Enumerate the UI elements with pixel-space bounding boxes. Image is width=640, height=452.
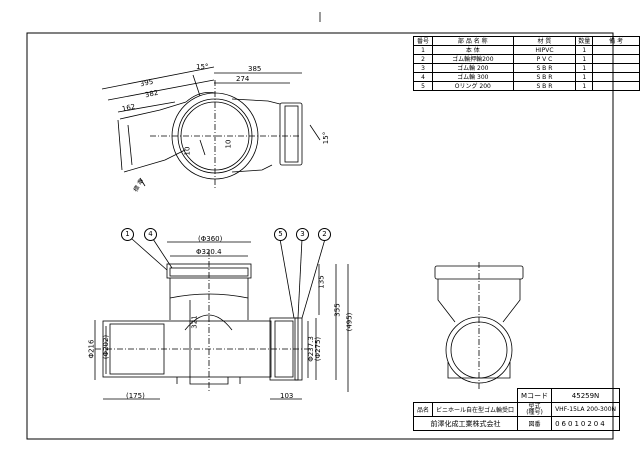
- cell-note: [592, 63, 640, 73]
- cell-material: S B R: [512, 63, 577, 73]
- parts-table: 番号 部 品 名 称 材 質 数量 備 考 1 本 体 HIPVC 1 2 ゴム…: [413, 36, 640, 91]
- dim-274: 274: [236, 75, 250, 83]
- callout-5: 5: [274, 228, 287, 241]
- dim-321: 321: [190, 315, 199, 329]
- company-name: 前澤化成工業株式会社: [412, 416, 519, 431]
- dim-10a: 10: [183, 146, 192, 156]
- name-label: 品名: [412, 402, 434, 417]
- doc-number: 06010204: [551, 416, 620, 431]
- cell-no: 3: [413, 63, 433, 73]
- table-row: 1 本 体 HIPVC 1: [413, 45, 640, 55]
- sheet-frame: [26, 32, 614, 440]
- parts-table-header: 番号 部 品 名 称 材 質 数量 備 考: [413, 36, 640, 46]
- doc-label: 図番: [517, 416, 553, 431]
- title-block: Mコード 45259N 品名 ビニホール自在型ゴム輪受口 型式 (種号) VHF…: [412, 388, 620, 431]
- dim-320: Φ320.4: [196, 248, 222, 256]
- dim-10b: 10: [224, 139, 233, 149]
- dim-275: (Φ275): [314, 336, 323, 362]
- cell-no: 1: [413, 45, 433, 55]
- cell-material: P V C: [512, 54, 577, 64]
- col-note: 備 考: [592, 36, 640, 46]
- front-view: [94, 238, 349, 400]
- cell-note: [592, 81, 640, 91]
- cell-no: 2: [413, 54, 433, 64]
- model-label: 型式: [528, 402, 541, 410]
- dim-175: (175): [126, 392, 145, 400]
- cell-note: [592, 54, 640, 64]
- table-row: 4 ゴム輪 300 S B R 1: [413, 72, 640, 82]
- cell-name: Oリング 200: [431, 81, 514, 91]
- dim-216: Φ216: [87, 339, 96, 359]
- dim-135: 135: [317, 275, 326, 289]
- code-label: Mコード: [517, 388, 553, 403]
- col-qty: 数量: [575, 36, 594, 46]
- cell-material: S B R: [512, 81, 577, 91]
- cell-no: 5: [413, 81, 433, 91]
- cell-qty: 1: [575, 72, 594, 82]
- dim-202: (Φ202): [102, 334, 111, 360]
- col-no: 番号: [413, 36, 433, 46]
- dim-495: (495): [345, 312, 354, 332]
- model-value: VHF-15LA 200-300N: [551, 402, 620, 417]
- dim-355: 355: [333, 303, 342, 317]
- cell-note: [592, 72, 640, 82]
- table-row: 5 Oリング 200 S B R 1: [413, 81, 640, 91]
- cell-material: HIPVC: [512, 45, 577, 55]
- cell-material: S B R: [512, 72, 577, 82]
- plan-view: [101, 66, 321, 190]
- cell-qty: 1: [575, 63, 594, 73]
- table-row: 2 ゴム輪押輪200 P V C 1: [413, 54, 640, 64]
- callout-4: 4: [144, 228, 157, 241]
- model-sublabel: (種号): [526, 408, 543, 416]
- cell-name: ゴム輪 200: [431, 63, 514, 73]
- cell-qty: 1: [575, 81, 594, 91]
- cell-note: [592, 45, 640, 55]
- callout-3: 3: [296, 228, 309, 241]
- table-row: 3 ゴム輪 200 S B R 1: [413, 63, 640, 73]
- col-name: 部 品 名 称: [431, 36, 514, 46]
- callout-1: 1: [121, 228, 134, 241]
- cell-name: ゴム輪 300: [431, 72, 514, 82]
- col-material: 材 質: [512, 36, 577, 46]
- dim-103: 103: [280, 392, 294, 400]
- dim-360: (Φ360): [198, 235, 223, 243]
- cell-qty: 1: [575, 54, 594, 64]
- side-view: [434, 262, 524, 390]
- angle-15-right: 15°: [322, 131, 331, 145]
- cell-name: ゴム輪押輪200: [431, 54, 514, 64]
- cell-no: 4: [413, 72, 433, 82]
- callout-2: 2: [318, 228, 331, 241]
- cell-qty: 1: [575, 45, 594, 55]
- dim-385: 385: [248, 65, 262, 73]
- cell-name: 本 体: [431, 45, 514, 55]
- angle-15-top: 15°: [196, 63, 209, 71]
- code-value: 45259N: [551, 388, 620, 403]
- name-value: ビニホール自在型ゴム輪受口: [432, 402, 519, 417]
